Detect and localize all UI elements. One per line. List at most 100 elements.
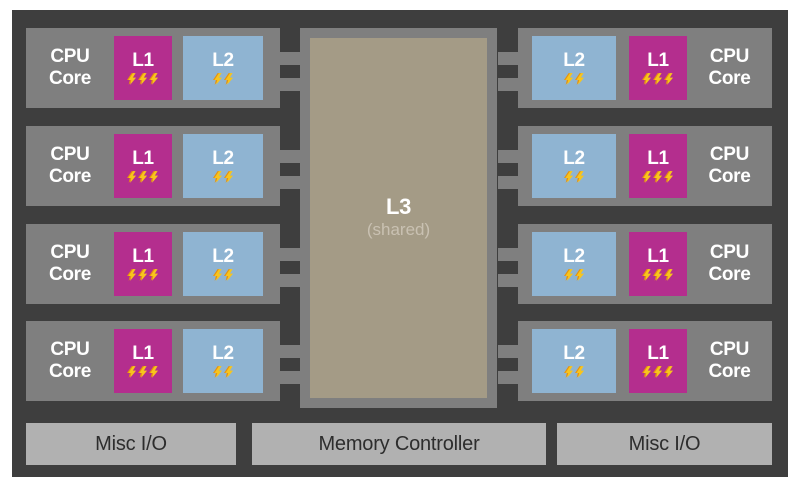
lightning-bolt-icon: [212, 73, 222, 85]
bus-connector: [279, 176, 300, 189]
l1-speed-bolts: [642, 171, 675, 183]
bus-connector: [279, 248, 300, 261]
lightning-bolt-icon: [664, 269, 674, 281]
l2-speed-bolts: [212, 269, 234, 281]
l2-speed-bolts: [563, 73, 585, 85]
cpu-core-label: CPU Core: [48, 241, 92, 285]
cpu-core-block: L2 L1 CPU Core: [498, 224, 772, 304]
misc-io-left-label: Misc I/O: [95, 432, 167, 455]
bus-connector: [279, 345, 300, 358]
lightning-bolt-icon: [149, 73, 159, 85]
bus-connector: [498, 274, 519, 287]
l1-cache-label: L1: [647, 148, 669, 169]
l2-cache-label: L2: [212, 246, 234, 267]
lightning-bolt-icon: [653, 73, 663, 85]
l2-cache-block: L2: [532, 36, 616, 100]
cpu-core-block: L2 L1 CPU Core: [498, 28, 772, 108]
lightning-bolt-icon: [149, 366, 159, 378]
l2-speed-bolts: [212, 73, 234, 85]
l1-speed-bolts: [127, 73, 160, 85]
lightning-bolt-icon: [642, 171, 652, 183]
lightning-bolt-icon: [574, 73, 584, 85]
l1-cache-label: L1: [132, 343, 154, 364]
misc-io-block-left: Misc I/O: [26, 423, 236, 465]
cpu-core-block: CPU Core L1 L2: [26, 126, 300, 206]
l2-cache-label: L2: [212, 50, 234, 71]
lightning-bolt-icon: [212, 171, 222, 183]
lightning-bolt-icon: [149, 269, 159, 281]
l1-cache-label: L1: [132, 50, 154, 71]
bus-connector: [279, 52, 300, 65]
lightning-bolt-icon: [563, 269, 573, 281]
l1-speed-bolts: [127, 366, 160, 378]
cpu-core-label: CPU Core: [48, 338, 92, 382]
cpu-core-block: CPU Core L1 L2: [26, 28, 300, 108]
l2-cache-block: L2: [532, 232, 616, 296]
lightning-bolt-icon: [653, 366, 663, 378]
lightning-bolt-icon: [574, 269, 584, 281]
lightning-bolt-icon: [664, 171, 674, 183]
l2-cache-label: L2: [563, 343, 585, 364]
cpu-die: CPU Core L1 L2 CPU Core L1: [12, 10, 788, 477]
l1-cache-block: L1: [114, 36, 172, 100]
lightning-bolt-icon: [127, 171, 137, 183]
lightning-bolt-icon: [653, 269, 663, 281]
cpu-core-block: L2 L1 CPU Core: [498, 321, 772, 401]
misc-io-right-label: Misc I/O: [628, 432, 701, 455]
cpu-core-label: CPU Core: [708, 241, 751, 285]
cpu-core-label: CPU Core: [48, 143, 92, 187]
lightning-bolt-icon: [642, 73, 652, 85]
lightning-bolt-icon: [642, 366, 652, 378]
l3-cache-block: L3 (shared): [310, 38, 487, 398]
l1-speed-bolts: [127, 269, 160, 281]
lightning-bolt-icon: [223, 269, 233, 281]
bus-connector: [498, 52, 519, 65]
lightning-bolt-icon: [574, 366, 584, 378]
l2-cache-block: L2: [183, 232, 263, 296]
l1-cache-block: L1: [629, 36, 687, 100]
lightning-bolt-icon: [653, 171, 663, 183]
l2-cache-label: L2: [563, 148, 585, 169]
l2-speed-bolts: [212, 171, 234, 183]
bus-connector: [279, 274, 300, 287]
lightning-bolt-icon: [127, 73, 137, 85]
misc-io-block-right: Misc I/O: [557, 423, 772, 465]
cpu-core-label: CPU Core: [708, 338, 751, 382]
l1-speed-bolts: [642, 269, 675, 281]
memory-controller-block: Memory Controller: [252, 423, 546, 465]
l2-cache-block: L2: [183, 134, 263, 198]
bus-connector: [498, 345, 519, 358]
lightning-bolt-icon: [127, 366, 137, 378]
lightning-bolt-icon: [223, 73, 233, 85]
cpu-core-label: CPU Core: [708, 143, 751, 187]
l1-speed-bolts: [642, 73, 675, 85]
bus-connector: [498, 176, 519, 189]
lightning-bolt-icon: [563, 73, 573, 85]
l2-cache-block: L2: [532, 134, 616, 198]
lightning-bolt-icon: [138, 73, 148, 85]
l1-cache-label: L1: [647, 246, 669, 267]
l3-cache-label: L3: [385, 193, 412, 219]
bus-connector: [279, 78, 300, 91]
l1-speed-bolts: [127, 171, 160, 183]
lightning-bolt-icon: [563, 171, 573, 183]
l2-speed-bolts: [563, 269, 585, 281]
l1-cache-label: L1: [647, 343, 669, 364]
l2-cache-label: L2: [563, 50, 585, 71]
cpu-core-block: L2 L1 CPU Core: [498, 126, 772, 206]
lightning-bolt-icon: [574, 171, 584, 183]
cpu-core-block: CPU Core L1 L2: [26, 321, 300, 401]
l2-cache-block: L2: [183, 36, 263, 100]
l2-cache-block: L2: [183, 329, 263, 393]
l1-cache-label: L1: [647, 50, 669, 71]
bus-connector: [498, 78, 519, 91]
l1-cache-block: L1: [629, 232, 687, 296]
l3-shared-note: (shared): [366, 220, 431, 240]
bus-connector: [498, 248, 519, 261]
memory-controller-label: Memory Controller: [318, 432, 480, 455]
lightning-bolt-icon: [138, 171, 148, 183]
l1-cache-block: L1: [114, 232, 172, 296]
l3-cache-frame: L3 (shared): [300, 28, 497, 408]
lightning-bolt-icon: [223, 171, 233, 183]
